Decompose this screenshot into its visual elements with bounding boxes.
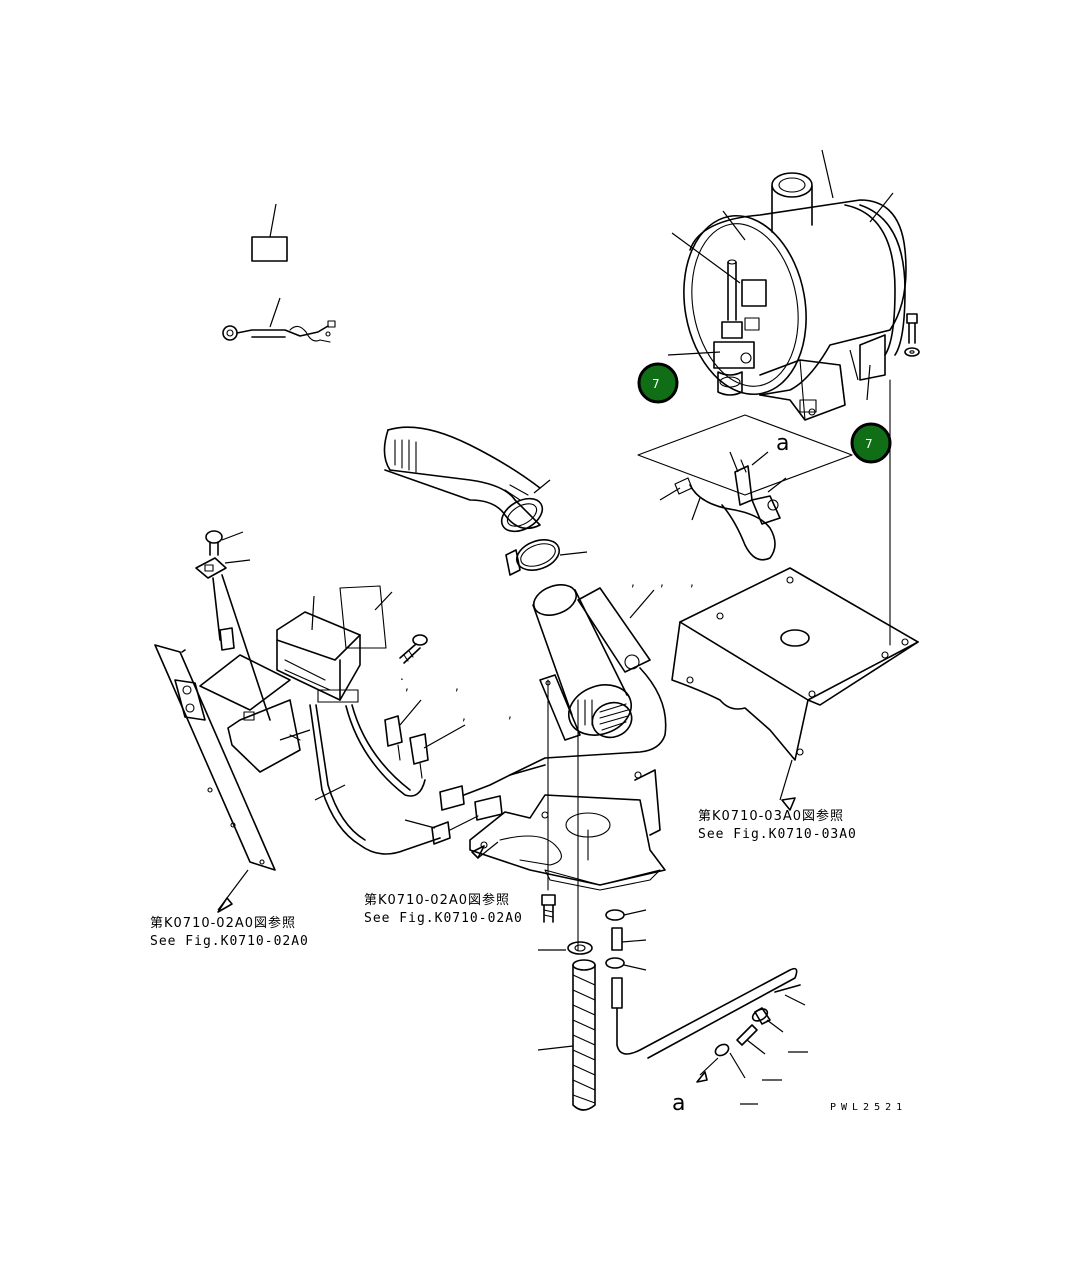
letter-a-lower: a [672,1091,685,1116]
svg-text:第K0710-02A0図参照: 第K0710-02A0図参照 [364,892,510,908]
tank-assembly [667,149,920,421]
svg-text:,: , [660,575,664,589]
instruction-card [339,585,393,649]
marker-7-right: 7 [850,422,892,464]
wire-harness-small [222,297,336,343]
svg-text:,: , [455,679,459,693]
drawing-code: PWL2521 [830,1102,907,1113]
screw-top-left [205,530,244,556]
drain-hose [537,959,596,1111]
ref-fig-k0710-03a0: 第K0710-03A0図参照 See Fig.K0710-03A0 [698,808,857,842]
intake-hose [383,426,551,533]
drain-plate [637,414,853,561]
svg-text:第K0710-02A0図参照: 第K0710-02A0図参照 [150,915,296,931]
svg-text:.: . [400,669,404,683]
svg-text:7: 7 [652,377,660,391]
svg-text:See Fig.K0710-02A0: See Fig.K0710-02A0 [150,934,309,949]
mount-plate [469,769,666,891]
mounting-panel [154,644,276,913]
ref-fig-k0710-02a0-left: 第K0710-02A0図参照 See Fig.K0710-02A0 [150,915,309,949]
ref-fig-k0710-02a0-center: 第K0710-02A0図参照 See Fig.K0710-02A0 [364,892,523,926]
controller-box [199,595,361,773]
svg-text:,: , [508,707,512,721]
svg-text:See Fig.K0710-02A0: See Fig.K0710-02A0 [364,911,523,926]
marker-7-left: 7 [637,362,679,404]
hose-clamp [505,539,588,576]
svg-text:,: , [690,575,694,589]
svg-text:See Fig.K0710-03A0: See Fig.K0710-03A0 [698,827,857,842]
svg-text:,: , [405,679,409,693]
air-cleaner [509,584,667,776]
svg-text:第K0710-03A0図参照: 第K0710-03A0図参照 [698,808,844,824]
wiring-harness [279,699,546,855]
lower-bolts [538,894,647,1009]
svg-text:,: , [462,709,466,723]
switch-bracket [195,557,271,721]
screw-mid [399,634,428,664]
floor-plate [671,567,919,801]
label-plate [251,203,288,262]
letter-a-upper: a [776,431,789,456]
drain-tube [616,967,808,1105]
svg-text:7: 7 [865,437,873,451]
svg-text:,: , [631,575,635,589]
